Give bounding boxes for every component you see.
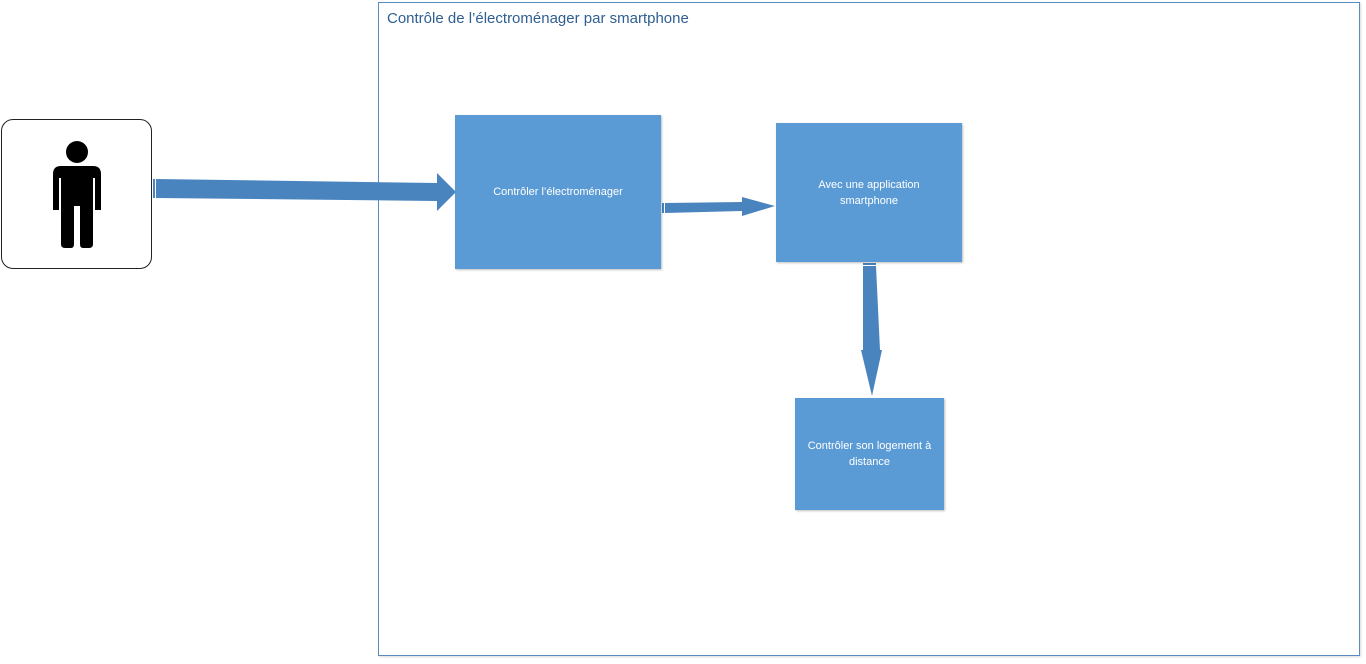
- system-title: Contrôle de l’électroménager par smartph…: [387, 10, 689, 27]
- node-label: Contrôler l’électroménager: [493, 186, 623, 198]
- system-boundary: Contrôle de l’électroménager par smartph…: [378, 2, 1360, 656]
- node-controler-electromenager: Contrôler l’électroménager: [455, 115, 661, 269]
- node-application-smartphone: Avec une application smartphone: [776, 123, 962, 262]
- node-label: Avec une application smartphone: [818, 178, 920, 207]
- node-label: Contrôler son logement à distance: [807, 440, 932, 468]
- node-controler-logement: Contrôler son logement à distance: [795, 398, 944, 510]
- actor-card: [1, 119, 152, 269]
- person-icon: [53, 141, 101, 248]
